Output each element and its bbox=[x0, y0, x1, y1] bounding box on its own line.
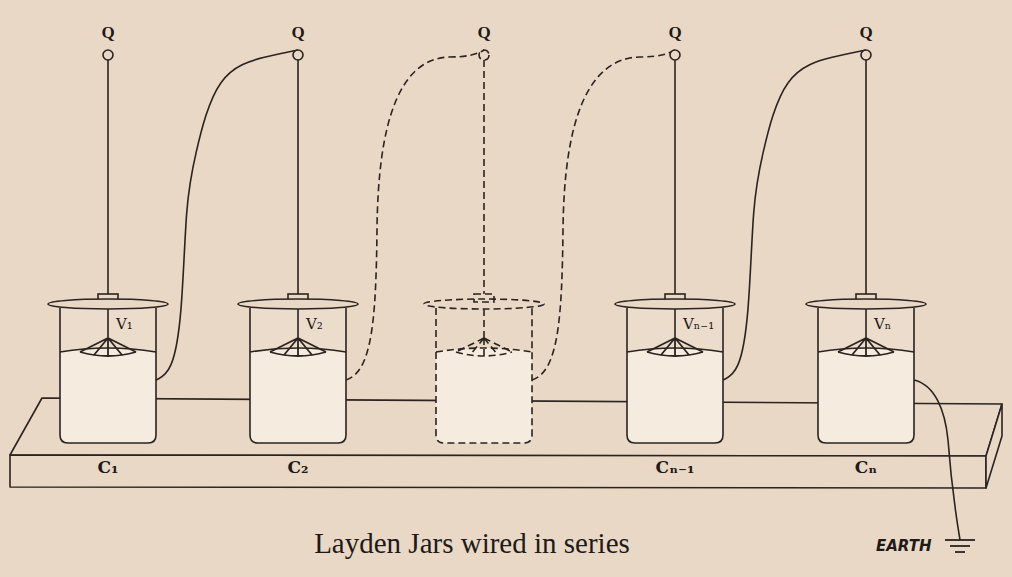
ground-line bbox=[950, 545, 970, 547]
leyden-jar bbox=[48, 50, 168, 443]
leyden-jar bbox=[627, 308, 723, 443]
leyden-jar bbox=[838, 338, 894, 356]
leyden-jar bbox=[238, 299, 358, 309]
caption: Layden Jars wired in series bbox=[314, 526, 630, 560]
leyden-jar bbox=[670, 50, 680, 60]
leyden-jar bbox=[250, 308, 346, 443]
leyden-jar bbox=[615, 50, 735, 443]
leyden-jar bbox=[238, 50, 358, 443]
leyden-jar bbox=[250, 348, 346, 443]
wire bbox=[346, 50, 960, 540]
leyden-jar bbox=[865, 60, 867, 294]
voltage-label: V₁ bbox=[60, 315, 156, 333]
ground-line bbox=[955, 551, 965, 553]
leyden-jar bbox=[806, 299, 926, 309]
leyden-jar bbox=[297, 60, 299, 294]
leyden-jar: VₙCₙ bbox=[818, 50, 914, 476]
leyden-jar bbox=[60, 308, 156, 443]
leyden-jar bbox=[60, 348, 156, 443]
jar-lid bbox=[424, 299, 544, 309]
voltage-label: Vₙ₋₁ bbox=[627, 315, 723, 333]
terminal-label: Q bbox=[668, 24, 681, 42]
leyden-jar bbox=[297, 309, 299, 338]
leyden-jar bbox=[107, 60, 109, 294]
dashed-jar bbox=[424, 50, 544, 443]
leyden-jar: V₂ C₂ bbox=[250, 50, 346, 476]
earth-label: EARTH bbox=[876, 537, 932, 555]
leyden-jar bbox=[293, 50, 303, 60]
leyden-jar bbox=[674, 60, 676, 294]
leyden-jar bbox=[48, 299, 168, 309]
board-front bbox=[10, 455, 986, 488]
earth-wire bbox=[914, 380, 960, 540]
terminal-label: Q bbox=[859, 24, 872, 42]
terminal-label: Q bbox=[477, 24, 490, 42]
voltage-label: Vₙ bbox=[818, 315, 914, 333]
leyden-jar bbox=[250, 308, 346, 443]
dashed-wire bbox=[346, 50, 484, 380]
leyden-jar bbox=[861, 50, 871, 60]
jar-knob bbox=[479, 50, 489, 60]
capacitance-label: C₁ bbox=[60, 458, 156, 476]
leyden-jar bbox=[103, 50, 113, 60]
leyden-jar bbox=[627, 308, 723, 443]
terminal-label: Q bbox=[101, 24, 114, 42]
jar-rod bbox=[483, 60, 485, 294]
jar-drawing bbox=[627, 50, 723, 450]
capacitance-label: Cₙ bbox=[818, 458, 914, 476]
leyden-jar bbox=[865, 309, 867, 338]
jar-coating bbox=[436, 348, 532, 443]
terminal-label: Q bbox=[291, 24, 304, 42]
leyden-jar bbox=[107, 309, 109, 338]
board-side bbox=[986, 404, 1002, 488]
jar-body bbox=[436, 308, 532, 443]
jar-drawing bbox=[250, 50, 346, 450]
leyden-jar bbox=[674, 309, 676, 338]
jar-rod bbox=[483, 309, 485, 338]
voltage-label: V₂ bbox=[250, 315, 346, 333]
leyden-jar bbox=[80, 338, 136, 356]
leyden-jar bbox=[818, 348, 914, 443]
leyden-jar bbox=[627, 348, 723, 443]
jar-drawing bbox=[818, 50, 914, 450]
leyden-jar bbox=[60, 308, 156, 443]
leyden-jar bbox=[818, 308, 914, 443]
leyden-jar: V₁ C₁ bbox=[60, 50, 156, 476]
leyden-jar bbox=[270, 338, 326, 356]
leyden-jar bbox=[647, 338, 703, 356]
jar-collar bbox=[474, 294, 494, 302]
leyden-jar bbox=[806, 50, 926, 443]
leyden-jar: Vₙ₋₁ Cₙ₋₁ bbox=[627, 50, 723, 476]
capacitance-label: Cₙ₋₁ bbox=[627, 458, 723, 476]
jar-drawing bbox=[60, 50, 156, 450]
leyden-jar bbox=[818, 308, 914, 443]
ground-symbol bbox=[945, 540, 975, 552]
ground-line bbox=[945, 539, 975, 541]
leyden-jar bbox=[615, 299, 735, 309]
jar-chain bbox=[456, 338, 512, 356]
capacitance-label: C₂ bbox=[250, 458, 346, 476]
